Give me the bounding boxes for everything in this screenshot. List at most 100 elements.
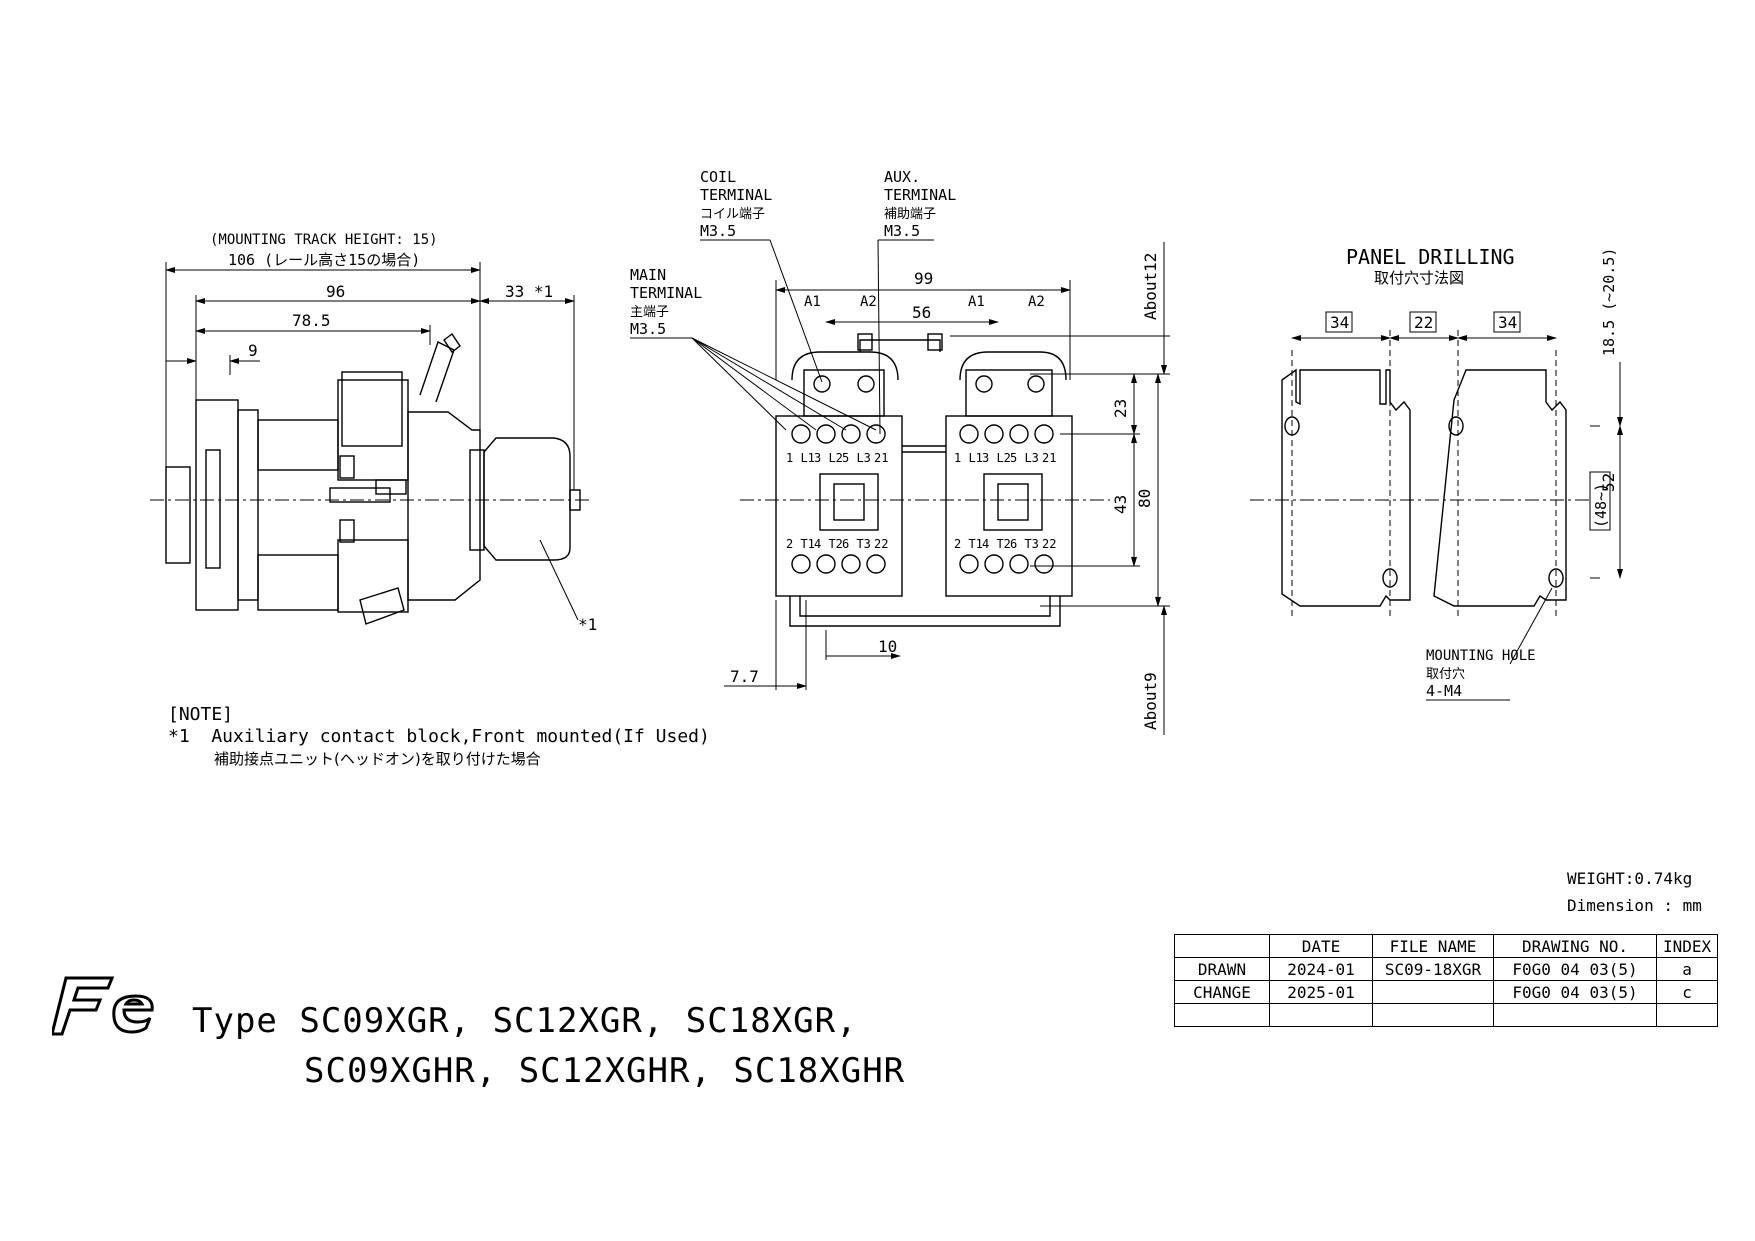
table-row: CHANGE 2025-01 F0G0 04 03(5) c — [1174, 980, 1719, 1004]
main-terminal-en2: TERMINAL — [630, 284, 702, 302]
coil-terminal-callout: COIL TERMINAL コイル端子 M3.5 — [700, 168, 823, 383]
header-cell: INDEX — [1655, 934, 1719, 958]
table-cell — [1655, 1003, 1719, 1027]
aux-terminal-ja: 補助端子 — [884, 207, 936, 222]
coil-label-a1-left: A1 — [804, 294, 821, 310]
left-bottom-terminal-3: 6 T3 — [842, 537, 871, 551]
right-bottom-terminal-1: 2 T1 — [954, 537, 983, 551]
left-bottom-terminal-1: 2 T1 — [786, 537, 815, 551]
side-body — [150, 332, 590, 625]
aux-terminal-callout: AUX. TERMINAL 補助端子 M3.5 — [877, 168, 956, 435]
right-top-terminal-1: 1 L1 — [954, 451, 983, 465]
title-block-header-row: DATE FILE NAME DRAWING NO. INDEX — [1174, 934, 1719, 958]
panel-outline-right — [1433, 369, 1567, 607]
dim-33-label: 33 *1 — [505, 282, 553, 301]
main-terminal-ja: 主端子 — [630, 305, 669, 320]
right-top-screws — [959, 375, 1054, 574]
coil-label-a2-left: A2 — [860, 294, 877, 310]
contactor-left: 1 L1 3 L2 5 L3 21 2 T1 4 T2 6 T3 22 — [775, 351, 903, 597]
dim-box-34-right — [1493, 311, 1521, 333]
left-top-terminal-2: 3 L2 — [814, 451, 843, 465]
table-cell — [1493, 1003, 1657, 1027]
coil-label-a1-right: A1 — [968, 294, 985, 310]
aux-terminal-size: M3.5 — [884, 222, 920, 240]
right-bottom-terminal-3: 6 T3 — [1010, 537, 1039, 551]
table-cell — [1174, 1003, 1270, 1027]
aux-terminal-en1: AUX. — [884, 168, 920, 186]
table-cell: 2025-01 — [1269, 980, 1373, 1004]
table-row: DRAWN 2024-01 SC09-18XGR F0G0 04 03(5) a — [1174, 957, 1719, 981]
mounting-hole-spec: 4-M4 — [1426, 682, 1462, 700]
dim-43-label: 43 — [1111, 495, 1130, 514]
dim-34-right-label: 34 — [1498, 313, 1517, 332]
right-bottom-terminal-4: 22 — [1042, 537, 1056, 551]
mounting-hole-ja: 取付穴 — [1426, 667, 1465, 682]
coil-terminal-size: M3.5 — [700, 222, 736, 240]
main-terminal-callout: MAIN TERMINAL 主端子 M3.5 — [630, 266, 877, 431]
panel-outline — [1281, 368, 1411, 607]
left-bottom-terminal-2: 4 T2 — [814, 537, 843, 551]
table-cell: c — [1655, 980, 1719, 1004]
left-top-terminal-1: 1 L1 — [786, 451, 815, 465]
type-line-2: SC09XGHR, SC12XGHR, SC18XGHR — [304, 1051, 906, 1091]
table-cell — [1269, 1003, 1373, 1027]
note-heading: [NOTE] — [168, 704, 234, 725]
side-dimension-lines — [165, 262, 575, 560]
coil-label-a2-right: A2 — [1028, 294, 1045, 310]
note-ref-label: *1 — [578, 615, 597, 634]
table-cell — [1372, 1003, 1494, 1027]
panel-drilling: PANEL DRILLING 取付穴寸法図 34 22 34 18.5 (~20… — [1250, 245, 1623, 701]
right-bottom-terminal-2: 4 T2 — [982, 537, 1011, 551]
fe-logo: Fe — [52, 976, 154, 1036]
header-cell: DRAWING NO. — [1493, 934, 1657, 958]
note-line2: 補助接点ユニット(ヘッドオン)を取り付けた場合 — [214, 750, 541, 768]
coil-terminal-en2: TERMINAL — [700, 186, 772, 204]
table-cell: F0G0 04 03(5) — [1493, 957, 1657, 981]
type-line-1: Type SC09XGR, SC12XGR, SC18XGR, — [192, 1001, 858, 1041]
dim-78-5-label: 78.5 — [292, 311, 331, 330]
dim-7-7-label: 7.7 — [730, 667, 759, 686]
table-cell: DRAWN — [1174, 957, 1270, 981]
dim-10-label: 10 — [878, 637, 897, 656]
mounting-hole-en: MOUNTING HOLE — [1426, 648, 1536, 664]
panel-drilling-title-ja: 取付穴寸法図 — [1374, 269, 1464, 287]
table-cell: SC09-18XGR — [1372, 957, 1494, 981]
dim-48-label: (48~) — [1592, 483, 1610, 528]
dim-34-left-label: 34 — [1330, 313, 1349, 332]
title-block-table: DATE FILE NAME DRAWING NO. INDEX DRAWN 2… — [1174, 934, 1719, 1027]
dim-52-label: 52 — [1599, 473, 1618, 492]
coil-terminal-ja: コイル端子 — [700, 207, 765, 222]
front-view: COIL TERMINAL コイル端子 M3.5 AUX. TERMINAL 補… — [630, 168, 1170, 735]
header-cell: FILE NAME — [1372, 934, 1494, 958]
dim-overall-label: 106 (レール高さ15の場合) — [228, 251, 420, 269]
dim-box-48 — [1589, 471, 1611, 531]
mounting-holes — [1284, 416, 1564, 588]
contactor-right: 1 L1 3 L2 5 L3 21 2 T1 4 T2 6 T3 22 — [945, 351, 1073, 597]
dim-99-label: 99 — [914, 269, 933, 288]
table-row — [1174, 1003, 1719, 1027]
main-terminal-en1: MAIN — [630, 266, 666, 284]
note-line1: *1 Auxiliary contact block,Front mounted… — [168, 726, 710, 747]
dim-80-label: 80 — [1135, 489, 1154, 508]
dimension-label: Dimension : mm — [1567, 896, 1702, 915]
dim-96-label: 96 — [326, 282, 345, 301]
right-top-terminal-3: 5 L3 — [1010, 451, 1039, 465]
left-top-terminal-3: 5 L3 — [842, 451, 871, 465]
header-cell: DATE — [1269, 934, 1373, 958]
dim-56-label: 56 — [912, 303, 931, 322]
mounting-hole-callout: MOUNTING HOLE 取付穴 4-M4 — [1426, 587, 1553, 701]
table-cell: CHANGE — [1174, 980, 1270, 1004]
interlock-wiring — [789, 333, 1061, 627]
left-top-screws — [791, 375, 886, 574]
dim-box-34-left — [1325, 311, 1353, 333]
table-cell: a — [1655, 957, 1719, 981]
dim-about12-label: About12 — [1141, 253, 1160, 320]
table-cell — [1372, 980, 1494, 1004]
right-top-terminal-2: 3 L2 — [982, 451, 1011, 465]
note-block: [NOTE] *1 Auxiliary contact block,Front … — [168, 704, 710, 770]
dim-about9-label: About9 — [1141, 672, 1160, 730]
type-designation: Type SC09XGR, SC12XGR, SC18XGR, SC09XGHR… — [192, 996, 905, 1096]
dim-9-label: 9 — [248, 341, 258, 360]
dim-18-5-label: 18.5 (~20.5) — [1600, 248, 1618, 356]
